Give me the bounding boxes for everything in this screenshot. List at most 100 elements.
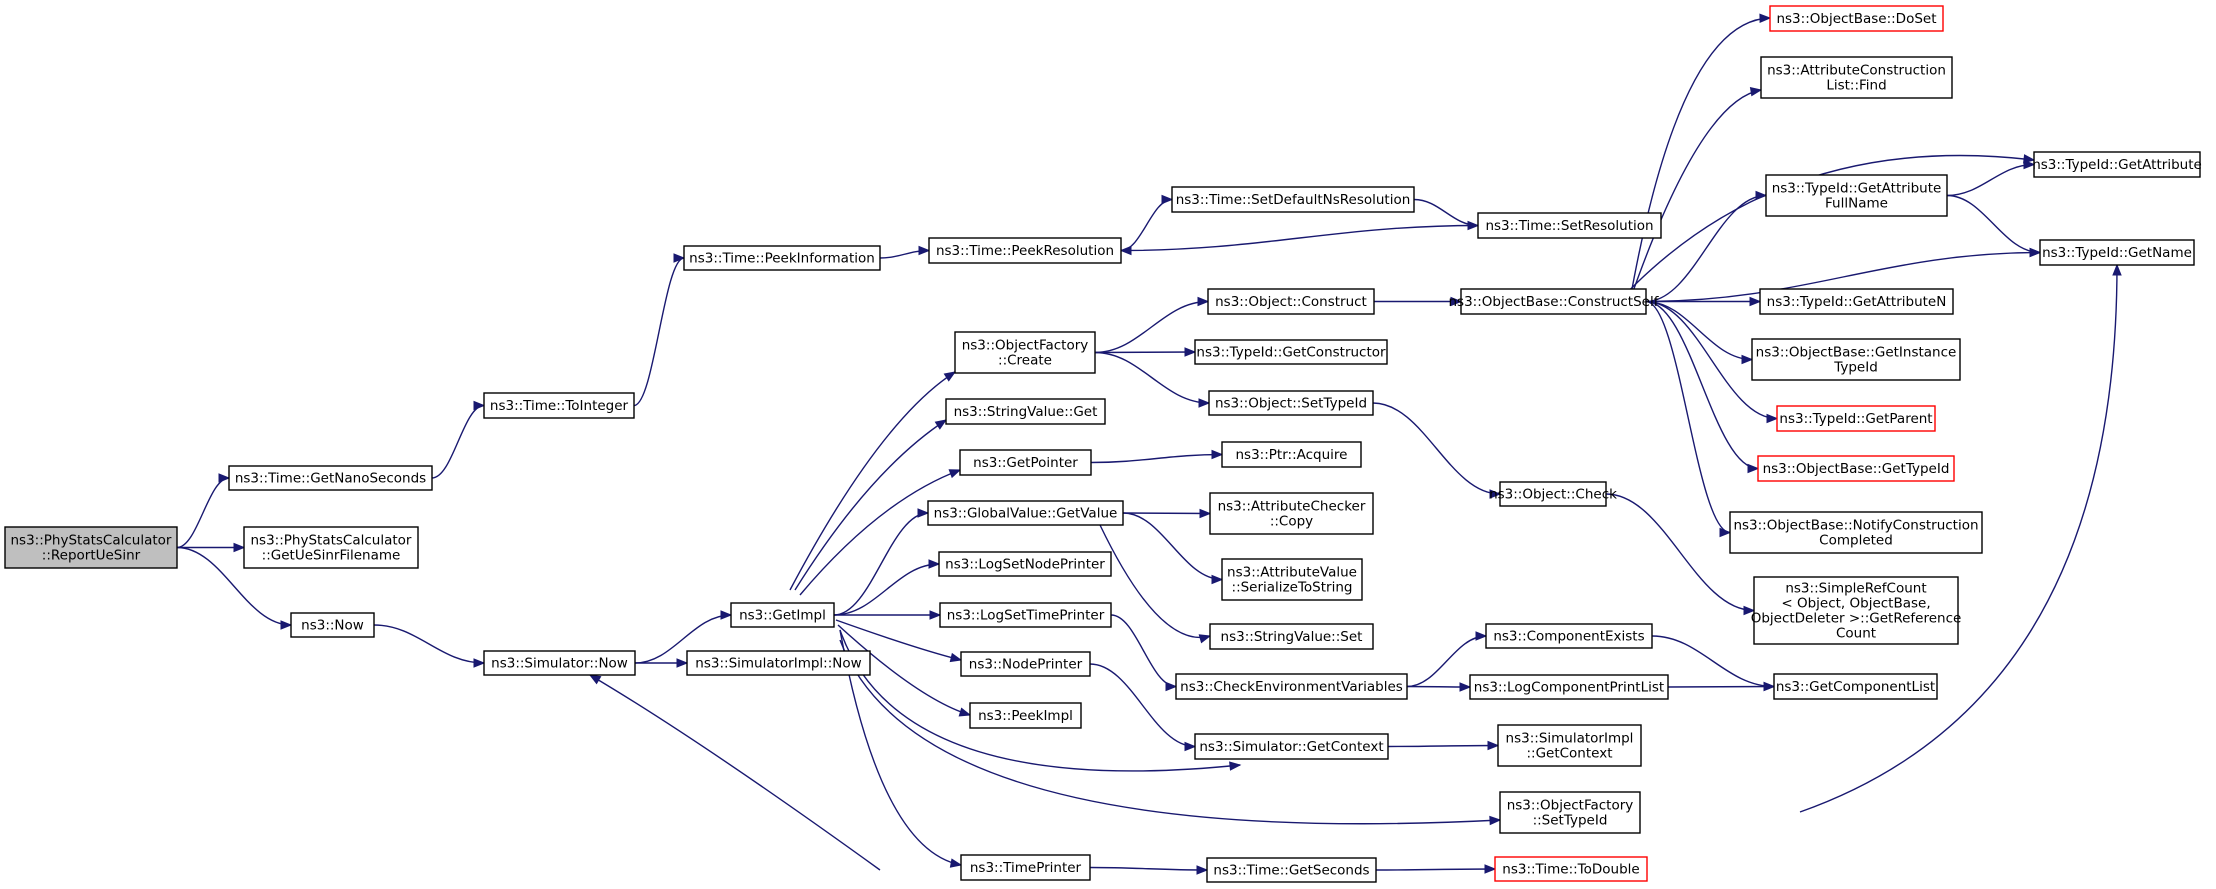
node-ns3-typeid-getname[interactable]: ns3::TypeId::GetName [2039, 239, 2195, 266]
node-ns3-time-peekresolution[interactable]: ns3::Time::PeekResolution [928, 237, 1122, 264]
node-ns3-simulator-getcontext[interactable]: ns3::Simulator::GetContext [1194, 733, 1389, 760]
node-box [1760, 56, 1953, 99]
node-label: ns3::Time::SetDefaultNsResolution [1176, 192, 1411, 208]
node-ns3-now[interactable]: ns3::Now [290, 612, 375, 638]
node-ns3-time-getseconds[interactable]: ns3::Time::GetSeconds [1206, 857, 1377, 883]
node-label: < Object, ObjectBase, [1781, 596, 1930, 612]
node-label: ns3::SimulatorImpl::Now [695, 656, 861, 672]
node-label: ns3::Time::ToInteger [490, 398, 629, 414]
node-box [1206, 857, 1377, 883]
node-ns3-logsetnodeprinter[interactable]: ns3::LogSetNodePrinter [938, 551, 1112, 577]
node-ns3-peekimpl[interactable]: ns3::PeekImpl [969, 702, 1082, 729]
edge-n23-to-n32 [1372, 402, 1502, 499]
node-ns3-simplerefcount-object-objectbase-objectdeleter-getreferencecount[interactable]: ns3::SimpleRefCount< Object, ObjectBase,… [1751, 576, 1962, 645]
node-ns3-objectbase-notifyconstructioncompleted[interactable]: ns3::ObjectBase::NotifyConstructionCompl… [1729, 511, 1983, 554]
node-ns3-globalvalue-getvalue[interactable]: ns3::GlobalValue::GetValue [927, 500, 1124, 526]
node-ns3-time-tointeger[interactable]: ns3::Time::ToInteger [483, 392, 635, 419]
node-label: ::GetUeSinrFilename [262, 548, 401, 564]
node-layer: ns3::PhyStatsCalculator::ReportUeSinrns3… [4, 5, 2202, 883]
node-ns3-object-construct[interactable]: ns3::Object::Construct [1207, 288, 1375, 315]
node-box [2033, 151, 2201, 178]
node-label: ns3::ObjectFactory [962, 338, 1089, 354]
node-ns3-ptr-acquire[interactable]: ns3::Ptr::Acquire [1221, 441, 1362, 468]
node-ns3-phystatscalculator-reportuesinr[interactable]: ns3::PhyStatsCalculator::ReportUeSinr [4, 526, 178, 569]
node-ns3-typeid-getattribute[interactable]: ns3::TypeId::GetAttribute [2032, 151, 2202, 178]
node-label: ns3::Simulator::GetContext [1199, 739, 1383, 755]
node-box [1207, 288, 1375, 315]
node-label: TypeId [1833, 360, 1878, 376]
node-box [1175, 673, 1408, 700]
node-ns3-getimpl[interactable]: ns3::GetImpl [730, 602, 835, 628]
edge-n12-to-n22 [1094, 347, 1197, 357]
node-ns3-time-peekinformation[interactable]: ns3::Time::PeekInformation [683, 245, 881, 271]
node-ns3-logcomponentprintlist[interactable]: ns3::LogComponentPrintList [1469, 674, 1669, 700]
node-ns3-nodeprinter[interactable]: ns3::NodePrinter [960, 651, 1091, 677]
node-label: ns3::AttributeChecker [1218, 499, 1366, 515]
node-label: List::Find [1826, 78, 1886, 94]
node-label: ns3::PhyStatsCalculator [251, 533, 412, 549]
node-ns3-checkenvironmentvariables[interactable]: ns3::CheckEnvironmentVariables [1175, 673, 1408, 700]
edge-n30-to-n37 [1375, 864, 1497, 874]
node-ns3-phystatscalculator-getuesinrfilename[interactable]: ns3::PhyStatsCalculator::GetUeSinrFilena… [243, 526, 419, 569]
node-ns3-stringvalue-set[interactable]: ns3::StringValue::Set [1209, 623, 1374, 650]
node-box [686, 650, 871, 676]
node-ns3-componentexists[interactable]: ns3::ComponentExists [1485, 623, 1653, 649]
node-ns3-typeid-getconstructor[interactable]: ns3::TypeId::GetConstructor [1194, 339, 1388, 365]
node-ns3-time-todouble[interactable]: ns3::Time::ToDouble [1494, 856, 1648, 882]
node-ns3-objectbase-doset[interactable]: ns3::ObjectBase::DoSet [1769, 5, 1944, 32]
edge-n31-to-n43 [1645, 300, 1779, 424]
node-ns3-objectfactory-create[interactable]: ns3::ObjectFactory::Create [954, 331, 1096, 374]
node-ns3-typeid-getattributen[interactable]: ns3::TypeId::GetAttributeN [1759, 288, 1954, 315]
node-ns3-attributevalue-serializetostring[interactable]: ns3::AttributeValue::SerializeToString [1221, 558, 1363, 601]
node-box [730, 602, 835, 628]
node-label: ns3::Object::Construct [1215, 294, 1367, 310]
node-box [1209, 623, 1374, 650]
node-label: ::GetContext [1526, 746, 1612, 762]
edge-n9-to-n11 [635, 658, 689, 668]
edge-n10-to-n14 [799, 469, 962, 596]
node-ns3-time-getnanoseconds[interactable]: ns3::Time::GetNanoSeconds [228, 465, 433, 491]
node-box [1773, 673, 1938, 700]
node-box [1499, 791, 1641, 834]
node-label: ns3::ObjectFactory [1507, 798, 1634, 814]
node-ns3-objectfactory-settypeid[interactable]: ns3::ObjectFactory::SetTypeId [1499, 791, 1641, 834]
node-box [1469, 674, 1669, 700]
node-label: ns3::TimePrinter [970, 860, 1082, 876]
edge-n31-to-n40 [1645, 190, 1768, 303]
node-box [1765, 174, 1948, 217]
node-box [1221, 441, 1362, 468]
node-ns3-object-settypeid[interactable]: ns3::Object::SetTypeId [1208, 390, 1374, 416]
node-ns3-time-setdefaultnsresolution[interactable]: ns3::Time::SetDefaultNsResolution [1171, 186, 1415, 213]
node-ns3-stringvalue-get[interactable]: ns3::StringValue::Get [945, 398, 1106, 425]
node-ns3-typeid-getparent[interactable]: ns3::TypeId::GetParent [1776, 405, 1936, 432]
node-label: Completed [1819, 533, 1893, 549]
node-label: ::ReportUeSinr [42, 548, 141, 564]
node-box [1751, 338, 1961, 381]
node-ns3-attributechecker-copy[interactable]: ns3::AttributeChecker::Copy [1209, 492, 1374, 535]
node-ns3-object-check[interactable]: ns3::Object::Check [1489, 481, 1617, 507]
node-ns3-simulator-now[interactable]: ns3::Simulator::Now [483, 650, 636, 676]
node-box [938, 551, 1112, 577]
node-ns3-simulatorimpl-now[interactable]: ns3::SimulatorImpl::Now [686, 650, 871, 676]
node-ns3-logsettimeprinter[interactable]: ns3::LogSetTimePrinter [939, 602, 1112, 628]
node-ns3-objectbase-constructself[interactable]: ns3::ObjectBase::ConstructSelf [1449, 288, 1660, 315]
node-box [1485, 623, 1653, 649]
node-ns3-objectbase-gettypeid[interactable]: ns3::ObjectBase::GetTypeId [1757, 455, 1955, 482]
edge-n10-to-n17 [833, 610, 942, 620]
node-ns3-getcomponentlist[interactable]: ns3::GetComponentList [1773, 673, 1938, 700]
edge-n12-to-n23 [1094, 351, 1211, 408]
node-box [945, 398, 1106, 425]
node-label: ns3::LogSetNodePrinter [945, 557, 1105, 573]
node-ns3-time-setresolution[interactable]: ns3::Time::SetResolution [1477, 212, 1662, 239]
node-ns3-getpointer[interactable]: ns3::GetPointer [959, 449, 1092, 476]
edge-n15-to-n26 [1122, 512, 1224, 585]
node-ns3-simulatorimpl-getcontext[interactable]: ns3::SimulatorImpl::GetContext [1497, 724, 1642, 767]
edge-n15-to-n25 [1122, 508, 1212, 519]
node-label: ::SerializeToString [1232, 580, 1353, 596]
node-label: ns3::TypeId::GetAttribute [1772, 181, 1942, 197]
node-ns3-timeprinter[interactable]: ns3::TimePrinter [960, 854, 1091, 881]
node-label: ns3::CheckEnvironmentVariables [1180, 679, 1403, 695]
